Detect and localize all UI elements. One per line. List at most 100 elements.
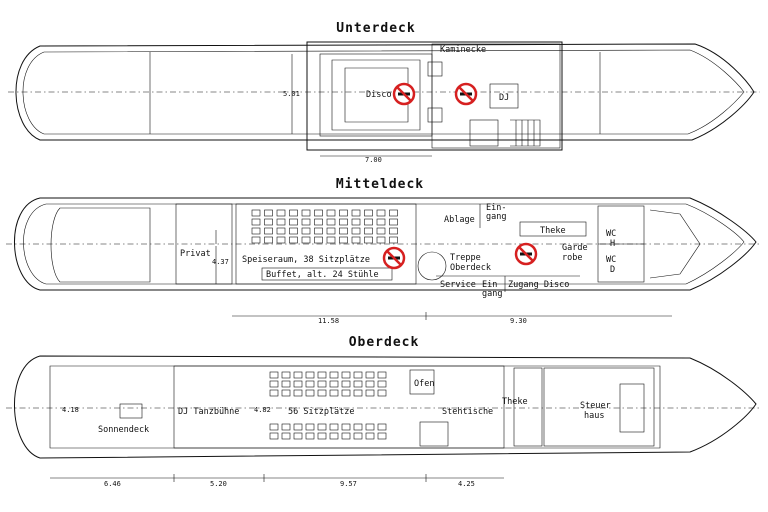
seat — [264, 227, 273, 235]
seat — [376, 227, 386, 235]
fixture — [427, 107, 443, 123]
wc-h-label-2: H — [610, 239, 615, 249]
seat — [341, 389, 351, 397]
seat — [326, 236, 336, 244]
seat — [326, 209, 336, 217]
seat — [289, 236, 298, 244]
seat — [365, 371, 375, 379]
seat — [305, 432, 315, 440]
mitteldeck-length-b-dim: 9.30 — [510, 317, 527, 325]
treppe-label: Treppe — [450, 253, 481, 263]
seat — [353, 389, 363, 397]
seat — [353, 380, 363, 388]
mitteldeck-bow-structure — [649, 209, 701, 279]
seat — [341, 380, 351, 388]
seat — [281, 432, 291, 440]
mitteldeck-height-dim: 4.37 — [212, 258, 229, 266]
seat — [365, 380, 375, 388]
seat — [269, 423, 279, 431]
mitteldeck-hull — [14, 197, 757, 291]
seat — [339, 209, 348, 217]
dance-floor — [331, 59, 421, 131]
oberdeck-title: Oberdeck — [349, 335, 420, 350]
fixture — [427, 61, 443, 77]
seat — [289, 218, 298, 226]
oberdeck-hull — [14, 355, 757, 459]
seat — [376, 218, 386, 226]
seat — [314, 227, 323, 235]
seat — [389, 218, 398, 226]
eingang-top-label: Ein- — [486, 203, 506, 213]
seat — [341, 423, 351, 431]
unterdeck-room-outline — [306, 41, 563, 151]
seat — [389, 236, 398, 244]
seat — [293, 380, 303, 388]
seat — [269, 432, 279, 440]
eingang-bot-label: Ein — [482, 280, 497, 290]
stehtische-label: Stehtische — [442, 407, 493, 417]
oberdeck-theke-label: Theke — [502, 397, 528, 407]
seat — [339, 227, 348, 235]
seat — [339, 218, 348, 226]
seat — [364, 236, 373, 244]
unterdeck-hull — [15, 43, 755, 141]
seat — [293, 432, 303, 440]
seat — [305, 380, 315, 388]
steuerhaus-area — [543, 367, 655, 447]
seat — [364, 227, 373, 235]
unterdeck-stairs — [510, 119, 541, 147]
no-smoking-icon — [514, 242, 538, 266]
kaminecke-label: Kaminecke — [440, 45, 486, 55]
buffet-label: Buffet, alt. 24 Stühle — [266, 270, 379, 280]
seat — [351, 227, 361, 235]
seat — [329, 432, 339, 440]
dj-booth — [489, 83, 519, 109]
eingang-bot-label-2: gang — [482, 289, 502, 299]
seat — [305, 389, 315, 397]
oberdeck-height-dim: 4.18 — [62, 406, 79, 414]
seat — [264, 218, 273, 226]
seat — [251, 236, 261, 244]
seat — [377, 432, 387, 440]
privat-label: Privat — [180, 249, 211, 259]
spiral-stair — [417, 251, 447, 281]
oberdeck-dim-1: 6.46 — [104, 480, 121, 488]
seat — [341, 371, 351, 379]
deck-fixture — [119, 403, 143, 419]
oberdeck-theke — [513, 367, 543, 447]
seat — [377, 380, 387, 388]
seat — [365, 432, 375, 440]
buffet-table — [261, 267, 393, 281]
seat — [326, 227, 336, 235]
oberdeck: Oberdeck Sonnendeck 4.18 DJ Tanzbühne 4.… — [6, 335, 762, 488]
eingang-top-label-2: gang — [486, 212, 506, 222]
disco-label: Disco — [366, 90, 392, 100]
seat — [365, 423, 375, 431]
unterdeck-width-dim: 7.00 — [365, 156, 382, 164]
seat — [365, 389, 375, 397]
mitteldeck-length-a-dim: 11.58 — [318, 317, 339, 325]
ofen-label: Ofen — [414, 379, 434, 389]
seat — [377, 423, 387, 431]
steuerhaus-label-2: haus — [584, 411, 604, 421]
seat — [293, 371, 303, 379]
unterdeck-title: Unterdeck — [336, 21, 415, 36]
seat — [251, 218, 261, 226]
wc-h-label: WC — [606, 229, 616, 239]
seat — [353, 432, 363, 440]
seat — [269, 380, 279, 388]
seat — [301, 218, 311, 226]
stair-well — [469, 119, 499, 147]
zugang-disco-label: Zugang Disco — [508, 280, 569, 290]
serving-block — [419, 421, 449, 447]
mitteldeck-hull-inner — [23, 203, 745, 285]
seat — [269, 389, 279, 397]
seat — [376, 209, 386, 217]
seat — [389, 209, 398, 217]
salon-room — [173, 365, 505, 449]
seat — [339, 236, 348, 244]
seat — [289, 227, 298, 235]
mitteldeck-title: Mitteldeck — [336, 177, 424, 192]
